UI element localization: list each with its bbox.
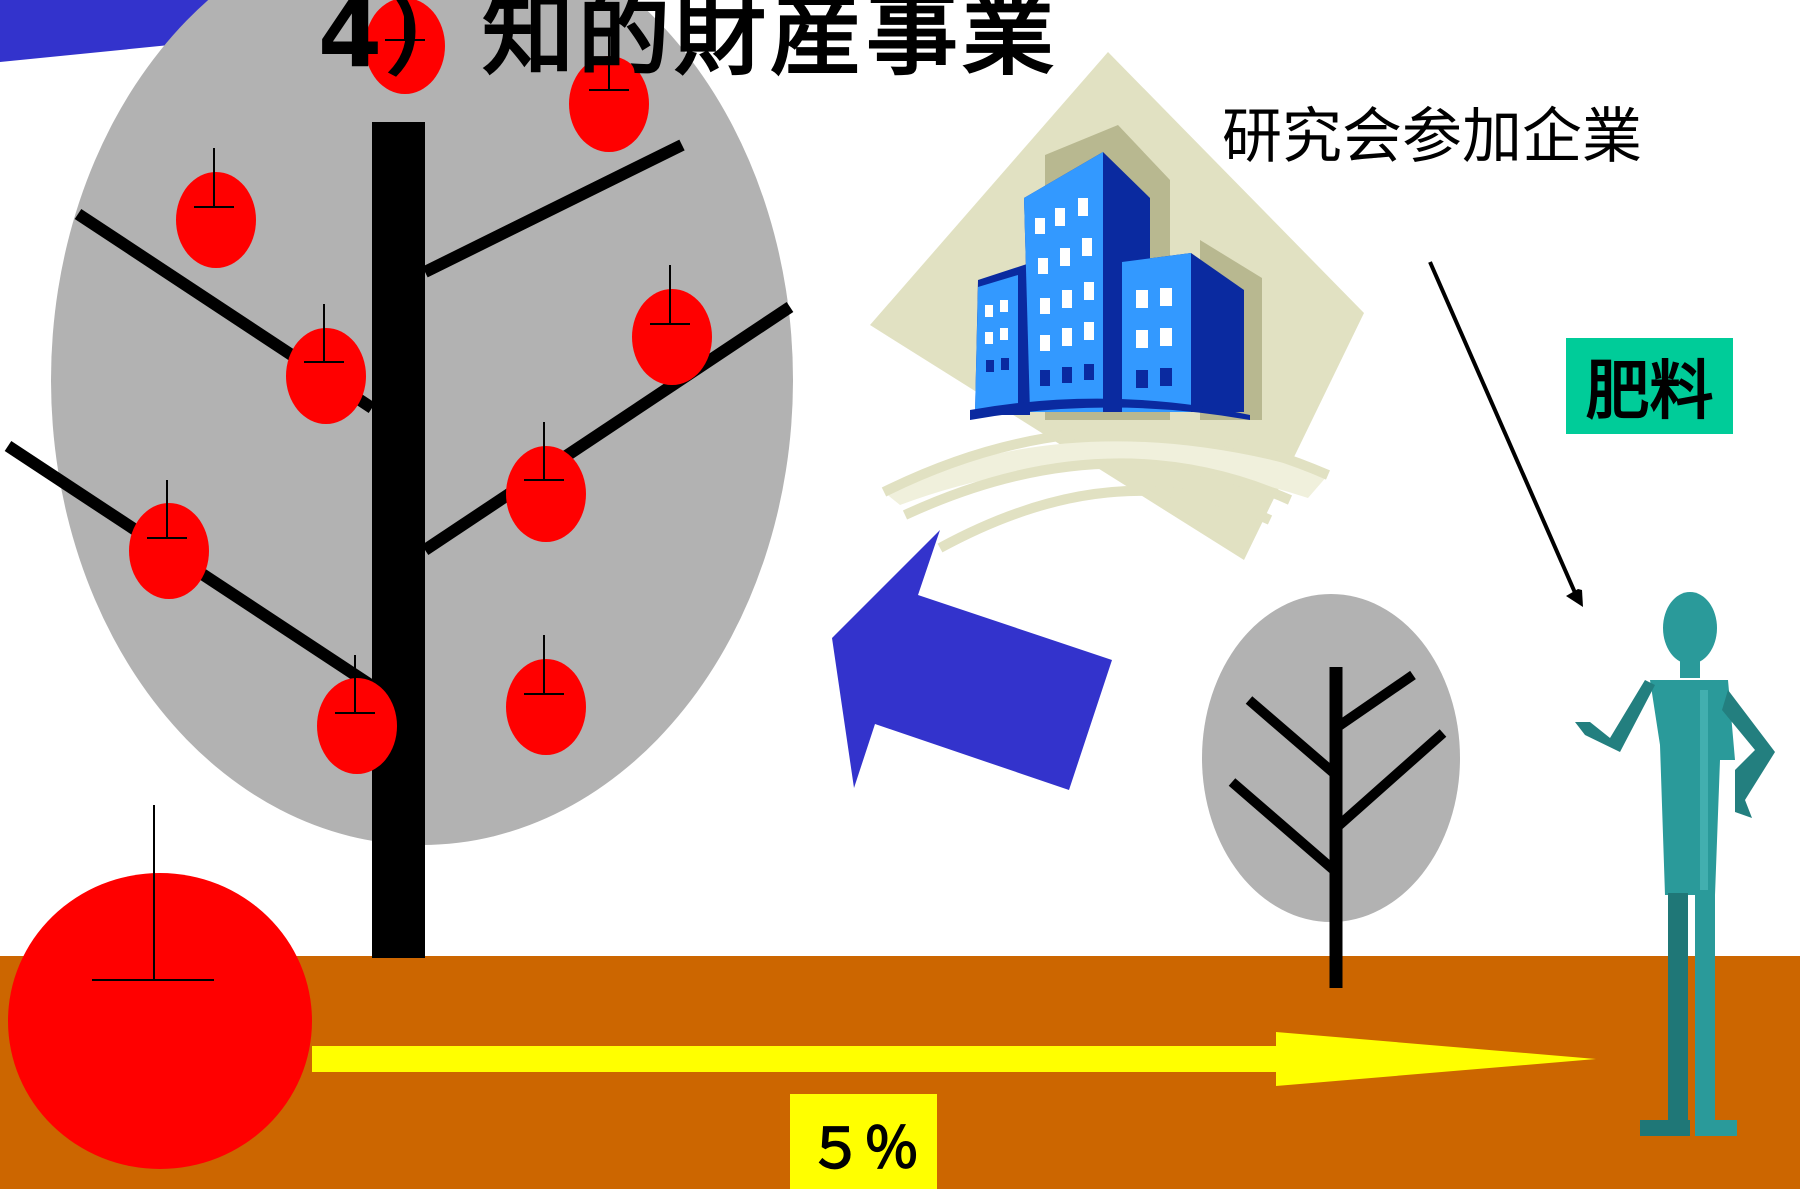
apple xyxy=(506,635,586,755)
apple xyxy=(365,0,445,94)
fertilizer-label: 肥料 xyxy=(1566,338,1733,434)
slide-title: 4）知的財産事業 xyxy=(318,0,1059,88)
apple xyxy=(506,422,586,542)
fallen-apple xyxy=(8,805,312,1169)
tree-apples xyxy=(129,0,712,774)
apple xyxy=(129,480,209,599)
apple xyxy=(569,35,649,152)
apple xyxy=(176,148,256,268)
company-arrow-line xyxy=(1428,261,1578,596)
percentage-label: ５％ xyxy=(790,1094,937,1189)
apple xyxy=(286,304,366,424)
blue-arrow xyxy=(832,530,1112,790)
person-figure-icon xyxy=(1575,592,1775,1136)
office-building-icon xyxy=(870,52,1364,560)
company-label: 研究会参加企業 xyxy=(1222,102,1642,172)
apple xyxy=(317,655,397,774)
small-tree-trunk xyxy=(1228,667,1447,988)
company-arrow-head xyxy=(1566,589,1583,607)
apple xyxy=(632,265,712,385)
yellow-arrow xyxy=(312,1032,1596,1086)
